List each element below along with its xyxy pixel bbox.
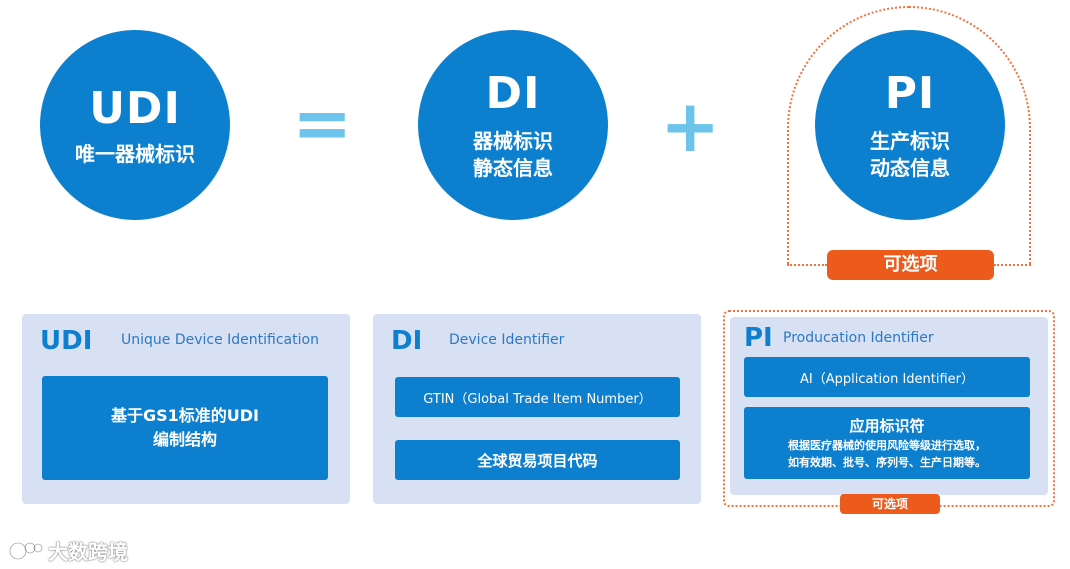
di-circle-line1: 器械标识 (473, 129, 553, 153)
optional-badge-top: 可选项 (827, 250, 994, 280)
gtin-chinese-box: 全球贸易项目代码 (395, 440, 680, 480)
udi-circle-abbr: UDI (89, 82, 181, 134)
ai-description-line1: 根据医疗器械的使用风险等级进行选取， (788, 439, 986, 452)
di-panel-abbr: DI (391, 326, 423, 356)
pi-optional-frame (787, 6, 1031, 266)
pi-circle-line1: 生产标识 (870, 129, 950, 153)
equals-sign: = (292, 81, 353, 165)
di-panel: DI Device Identifier GTIN（Global Trade I… (373, 314, 701, 504)
optional-badge-bottom: 可选项 (840, 494, 940, 514)
ai-description-box: 应用标识符 根据医疗器械的使用风险等级进行选取， 如有效期、批号、序列号、生产日… (744, 407, 1030, 479)
pi-circle-abbr: PI (884, 68, 936, 119)
pi-panel: PI Producation Identifier AI（Application… (730, 317, 1048, 495)
gtin-box: GTIN（Global Trade Item Number） (395, 377, 680, 417)
ai-chinese-title: 应用标识符 (849, 417, 925, 435)
udi-circle-label: 唯一器械标识 (75, 141, 195, 166)
udi-panel-abbr: UDI (40, 326, 93, 356)
di-circle: DI 器械标识 静态信息 (418, 30, 608, 220)
watermark-logo-icon (8, 541, 44, 560)
pi-circle: PI 生产标识 动态信息 (815, 30, 1005, 220)
di-circle-abbr: DI (485, 68, 541, 119)
pi-circle-line2: 动态信息 (870, 156, 950, 180)
udi-panel: UDI Unique Device Identification 基于GS1标准… (22, 314, 350, 504)
pi-panel-full-name: Producation Identifier (783, 330, 934, 346)
pi-frame-right-segment (994, 264, 1031, 266)
udi-panel-full-name: Unique Device Identification (121, 332, 319, 348)
di-circle-line2: 静态信息 (473, 156, 553, 180)
udi-structure-box: 基于GS1标准的UDI 编制结构 (42, 376, 328, 480)
pi-frame-left-segment (787, 264, 827, 266)
udi-circle: UDI 唯一器械标识 (40, 30, 230, 220)
udi-structure-line1: 基于GS1标准的UDI (110, 406, 260, 425)
ai-description-line2: 如有效期、批号、序列号、生产日期等。 (788, 456, 986, 469)
udi-structure-line2: 编制结构 (152, 430, 217, 449)
di-panel-full-name: Device Identifier (449, 332, 565, 348)
plus-sign: + (660, 84, 721, 168)
ai-box: AI（Application Identifier） (744, 357, 1030, 397)
watermark: 大数跨境 (8, 536, 128, 565)
watermark-text: 大数跨境 (48, 540, 128, 564)
pi-panel-abbr: PI (744, 323, 773, 353)
